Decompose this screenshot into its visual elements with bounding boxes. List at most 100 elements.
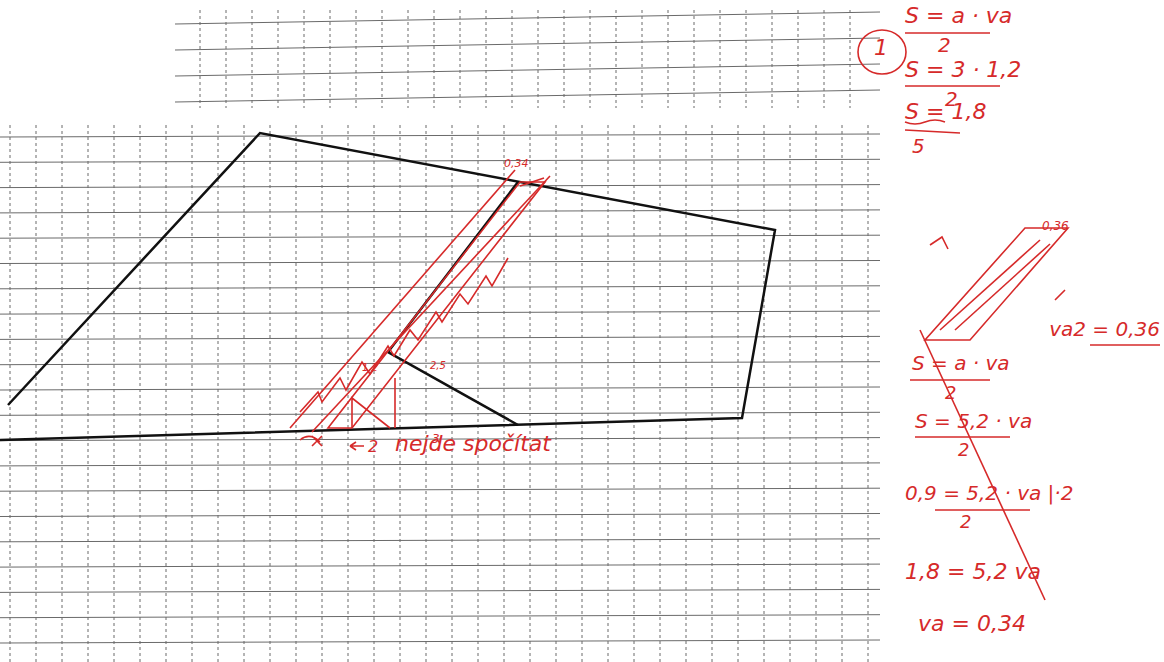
grid-line <box>634 125 635 662</box>
handwritten-note: 0,9 = 5,2 · va |·2 <box>905 482 1073 504</box>
grid-line <box>738 125 739 662</box>
grid-line <box>0 463 880 466</box>
grid-line <box>330 10 331 108</box>
grid-line <box>712 125 713 662</box>
handwritten-note: S = a · va <box>912 352 1010 374</box>
handwritten-note: S = 1,8 <box>905 100 986 124</box>
handwritten-note: 2 <box>368 438 378 456</box>
grid-line <box>564 10 565 108</box>
grid-line <box>642 10 643 108</box>
grid-line <box>278 10 279 108</box>
grid-line <box>374 125 375 662</box>
grid-line <box>400 125 401 662</box>
handwritten-note: 1,8 = 5,2 va <box>905 560 1041 584</box>
grid-line <box>296 125 297 662</box>
grid-line <box>686 125 687 662</box>
grid-line <box>426 125 427 662</box>
grid-line <box>616 10 617 108</box>
handwritten-note: 2 <box>958 440 969 460</box>
handwritten-note: 0,36 <box>1042 220 1069 233</box>
grid-line <box>530 125 531 662</box>
grid-line <box>868 125 869 662</box>
grid-line <box>538 10 539 108</box>
grid-line <box>0 615 880 618</box>
handwritten-note: 1 <box>874 36 888 60</box>
grid-line <box>226 10 227 108</box>
grid-line <box>166 125 167 662</box>
grid-line <box>0 159 880 162</box>
grid-line <box>452 125 453 662</box>
grid-line <box>0 514 880 517</box>
grid-line <box>175 12 880 24</box>
handwritten-note: S = 5,2 · va <box>915 410 1032 432</box>
grid-line <box>0 539 880 542</box>
grid-line <box>304 10 305 108</box>
grid-line <box>746 10 747 108</box>
grid-line <box>0 412 880 415</box>
grid-line <box>218 125 219 662</box>
grid-line <box>244 125 245 662</box>
grid-line <box>382 10 383 108</box>
grid-line <box>0 286 880 289</box>
grid-line <box>0 261 880 264</box>
grid-line <box>434 10 435 108</box>
handwritten-note: 2 <box>945 383 956 403</box>
grid-line <box>816 125 817 662</box>
grid-line <box>0 235 880 238</box>
grid-line <box>0 134 880 137</box>
grid-line <box>0 640 880 643</box>
handwritten-note: 5 <box>912 135 925 157</box>
grid-line <box>660 125 661 662</box>
grid-line <box>850 10 851 108</box>
grid-line <box>486 10 487 108</box>
grid-line <box>62 125 63 662</box>
grid-line <box>556 125 557 662</box>
handwritten-note: va2 = 0,36 <box>1049 318 1160 340</box>
handwritten-note: S = 3 · 1,2 <box>905 58 1021 82</box>
grid-line <box>252 10 253 108</box>
grid-line <box>720 10 721 108</box>
grid-line <box>140 125 141 662</box>
grid-line <box>114 125 115 662</box>
grid-line <box>0 488 880 491</box>
grid-line <box>824 10 825 108</box>
handwritten-note: S = a · va <box>905 4 1012 28</box>
grid-line <box>408 10 409 108</box>
grid-line <box>478 125 479 662</box>
grid-line <box>0 311 880 314</box>
handwritten-note: nejde spočítat <box>395 432 551 456</box>
grid-line <box>0 564 880 567</box>
grid-line <box>764 125 765 662</box>
grid-line <box>270 125 271 662</box>
grid-line <box>582 125 583 662</box>
grid-line <box>798 10 799 108</box>
grid-line <box>200 10 201 108</box>
grid-line <box>790 125 791 662</box>
handwritten-note: 2 <box>938 34 951 56</box>
grid-line <box>36 125 37 662</box>
grid-line <box>356 10 357 108</box>
handwritten-note: 2 <box>960 512 971 532</box>
grid-line <box>0 210 880 213</box>
grid-line <box>668 10 669 108</box>
grid-line <box>504 125 505 662</box>
grid-line <box>842 125 843 662</box>
grid-line <box>608 125 609 662</box>
grid-line <box>590 10 591 108</box>
grid-line <box>512 10 513 108</box>
handwritten-note: 3 <box>432 433 440 446</box>
grid-line <box>772 10 773 108</box>
grid-line <box>694 10 695 108</box>
handwritten-note: 2,5 <box>430 360 446 371</box>
grid-line <box>175 38 880 50</box>
handwritten-note: va = 0,34 <box>918 612 1026 636</box>
grid-line <box>175 90 880 102</box>
grid-line <box>0 336 880 339</box>
grid-line <box>460 10 461 108</box>
grid-line <box>322 125 323 662</box>
grid-line <box>0 589 880 592</box>
grid-line <box>175 64 880 76</box>
handwritten-note: 0,34 <box>504 158 529 170</box>
grid-line <box>10 125 11 662</box>
